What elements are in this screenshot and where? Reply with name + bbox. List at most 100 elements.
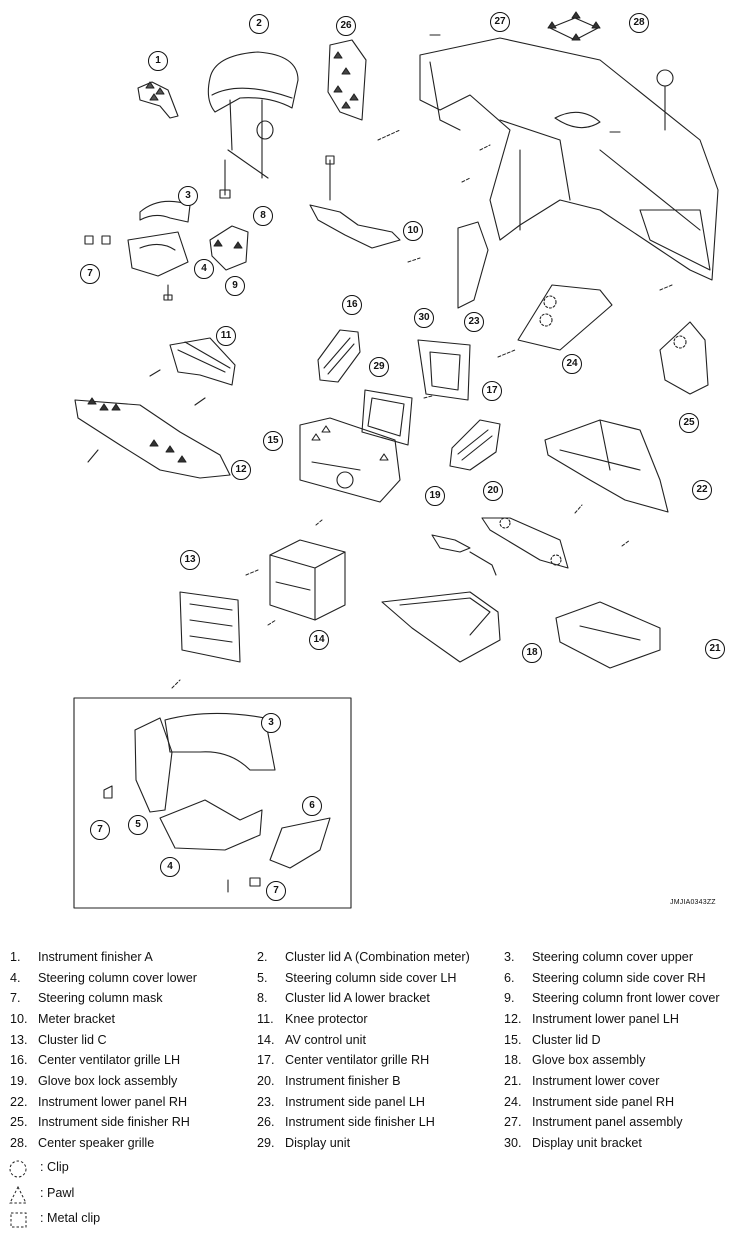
legend-name: Instrument finisher A [38, 950, 153, 964]
legend-name: Glove box assembly [532, 1053, 646, 1067]
legend-key-clip: : Clip [8, 1158, 208, 1180]
legend-row: 4.Steering column cover lower 5.Steering… [0, 971, 735, 991]
part-label-26: 26 [336, 16, 356, 36]
part-label-6-detail: 6 [302, 796, 322, 816]
part-side-panel-rh [517, 284, 613, 351]
part-label-7: 7 [80, 264, 100, 284]
legend-number: 8. [257, 991, 268, 1005]
part-label-10: 10 [403, 221, 423, 241]
legend-key-metal-clip: : Metal clip [8, 1209, 208, 1231]
part-label-17: 17 [482, 381, 502, 401]
pawl-icon [9, 1185, 27, 1204]
legend-number: 22. [10, 1095, 28, 1109]
legend-number: 19. [10, 1074, 28, 1088]
part-side-finisher-rh [659, 321, 709, 395]
legend-number: 13. [10, 1033, 28, 1047]
part-instrument-finisher-a [137, 81, 179, 119]
part-glove-box [381, 591, 501, 663]
legend-number: 3. [504, 950, 515, 964]
part-column-cover-upper [139, 200, 191, 223]
legend-number: 16. [10, 1053, 28, 1067]
clip-legend-text: : Clip [40, 1160, 69, 1174]
legend-number: 24. [504, 1095, 522, 1109]
legend-number: 6. [504, 971, 515, 985]
legend-name: Instrument side finisher RH [38, 1115, 190, 1129]
part-label-2: 2 [249, 14, 269, 34]
legend-row: 16.Center ventilator grille LH 17.Center… [0, 1053, 735, 1073]
part-display-unit-bracket [417, 339, 471, 401]
part-label-22: 22 [692, 480, 712, 500]
detail-inset-frame [73, 697, 352, 909]
legend-number: 26. [257, 1115, 275, 1129]
legend-number: 1. [10, 950, 21, 964]
part-label-5-detail: 5 [128, 815, 148, 835]
legend-name: Cluster lid D [532, 1033, 601, 1047]
part-label-25: 25 [679, 413, 699, 433]
part-instrument-panel-assembly [419, 34, 719, 281]
legend-number: 21. [504, 1074, 522, 1088]
legend-name: Center speaker grille [38, 1136, 155, 1150]
legend-number: 28. [10, 1136, 28, 1150]
part-label-8: 8 [253, 206, 273, 226]
legend-row: 19. Glove box lock assembly 20. Instrument… [0, 1074, 735, 1094]
legend-row: 25.Instrument side finisher RH 26.Instru… [0, 1115, 735, 1135]
pawl-legend-text: : Pawl [40, 1186, 75, 1200]
legend-name: Glove box lock assembly [38, 1074, 178, 1088]
legend-name: Steering column front lower cover [532, 991, 720, 1005]
legend-number: 30. [504, 1136, 522, 1150]
legend-name: Steering column side cover RH [532, 971, 706, 985]
part-lower-panel-lh [74, 397, 231, 479]
part-instrument-finisher-b [481, 517, 569, 569]
legend-name: Knee protector [285, 1012, 368, 1026]
part-label-21: 21 [705, 639, 725, 659]
part-label-29: 29 [369, 357, 389, 377]
legend-name: Instrument finisher B [285, 1074, 401, 1088]
legend-number: 20. [257, 1074, 275, 1088]
legend-number: 7. [10, 991, 21, 1005]
part-column-mask-clips [84, 235, 173, 301]
part-cluster-lid-d [299, 417, 401, 503]
part-side-finisher-lh [327, 39, 367, 121]
part-label-27: 27 [490, 12, 510, 32]
part-label-28: 28 [629, 13, 649, 33]
legend-number: 27. [504, 1115, 522, 1129]
part-av-control-unit [269, 539, 346, 621]
part-display-unit [361, 389, 413, 446]
legend-number: 9. [504, 991, 515, 1005]
part-instrument-lower-cover [555, 601, 661, 669]
part-label-23: 23 [464, 312, 484, 332]
part-column-cover-lower [127, 231, 189, 277]
part-label-3-detail: 3 [261, 713, 281, 733]
part-label-13: 13 [180, 550, 200, 570]
part-label-20: 20 [483, 481, 503, 501]
legend-number: 29. [257, 1136, 275, 1150]
part-label-14: 14 [309, 630, 329, 650]
legend-number: 18. [504, 1053, 522, 1067]
part-vent-grille-lh [317, 329, 361, 383]
part-meter-bracket [309, 155, 401, 249]
legend-number: 12. [504, 1012, 522, 1026]
part-label-15: 15 [263, 431, 283, 451]
metal-clip-legend-text: : Metal clip [40, 1211, 101, 1225]
legend-name: Cluster lid A (Combination meter) [285, 950, 470, 964]
legend-name: Display unit bracket [532, 1136, 642, 1150]
part-lower-panel-rh [544, 419, 669, 513]
part-lower-bracket [209, 225, 249, 271]
exploded-parts-diagram: 1 2 3 4 7 8 9 10 11 12 13 14 15 16 17 18… [73, 11, 725, 909]
part-label-1: 1 [148, 51, 168, 71]
part-label-7-detail-left: 7 [90, 820, 110, 840]
legend-name: Instrument lower cover [532, 1074, 660, 1088]
legend-name: Instrument lower panel RH [38, 1095, 188, 1109]
legend-row: 28. Center speaker grille 29. Display unit… [0, 1136, 735, 1156]
legend-row: 10.Meter bracket 11.Knee protector 12.In… [0, 1012, 735, 1032]
part-label-16: 16 [342, 295, 362, 315]
part-label-30: 30 [414, 308, 434, 328]
legend-number: 25. [10, 1115, 28, 1129]
detail-steering-column-covers [103, 712, 331, 893]
part-knee-protector [149, 337, 236, 406]
diagram-code: JMJIA0343ZZ [670, 899, 716, 906]
legend-name: AV control unit [285, 1033, 366, 1047]
part-cluster-lid-c [179, 591, 241, 663]
legend-name: Cluster lid C [38, 1033, 107, 1047]
legend-name: Center ventilator grille LH [38, 1053, 181, 1067]
